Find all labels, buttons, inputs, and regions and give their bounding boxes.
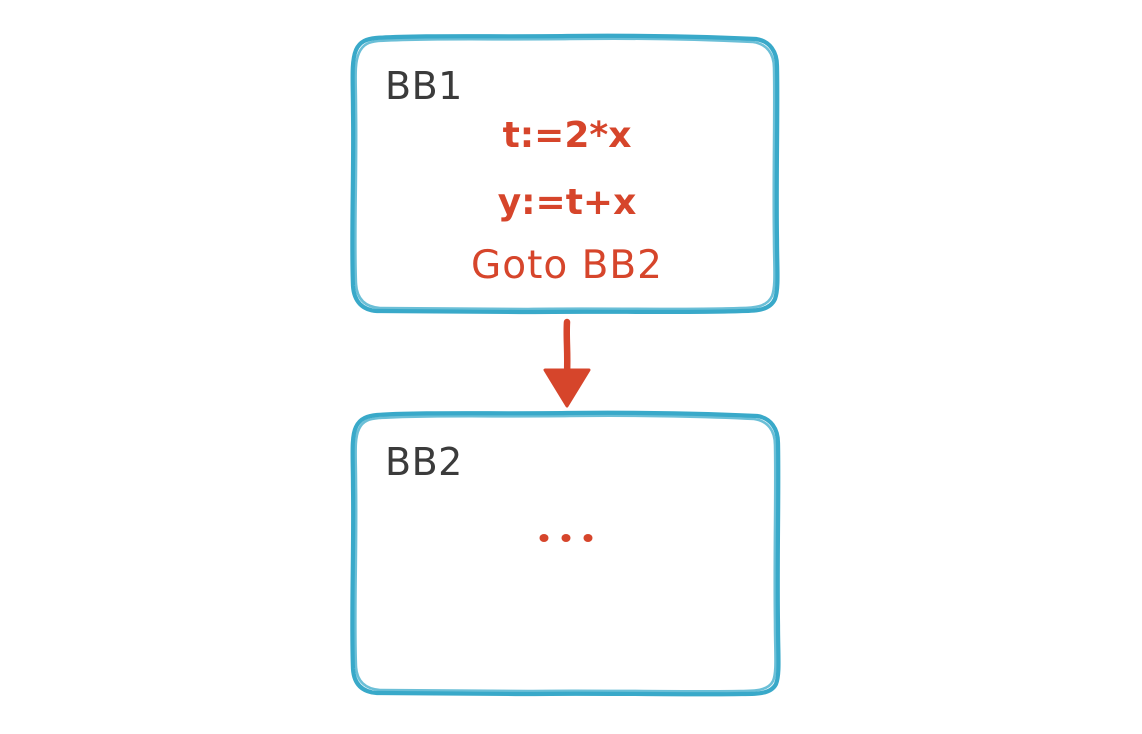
statement-goto-bb2: Goto BB2 xyxy=(471,243,663,288)
node-bb2-shape[interactable] xyxy=(350,410,781,697)
statement-assign-y: y:=t+x xyxy=(497,182,637,223)
node-bb1-shape[interactable] xyxy=(350,33,780,315)
ellipsis-dot xyxy=(561,534,571,542)
edge-bb1-to-bb2[interactable] xyxy=(543,318,591,408)
ellipsis-dot xyxy=(539,534,549,542)
node-label-bb2: BB2 xyxy=(385,440,463,484)
ellipsis-icon xyxy=(539,534,593,542)
statement-assign-t: t:=2*x xyxy=(502,115,632,156)
ellipsis-dot xyxy=(583,534,593,542)
node-label-bb1: BB1 xyxy=(385,64,463,108)
